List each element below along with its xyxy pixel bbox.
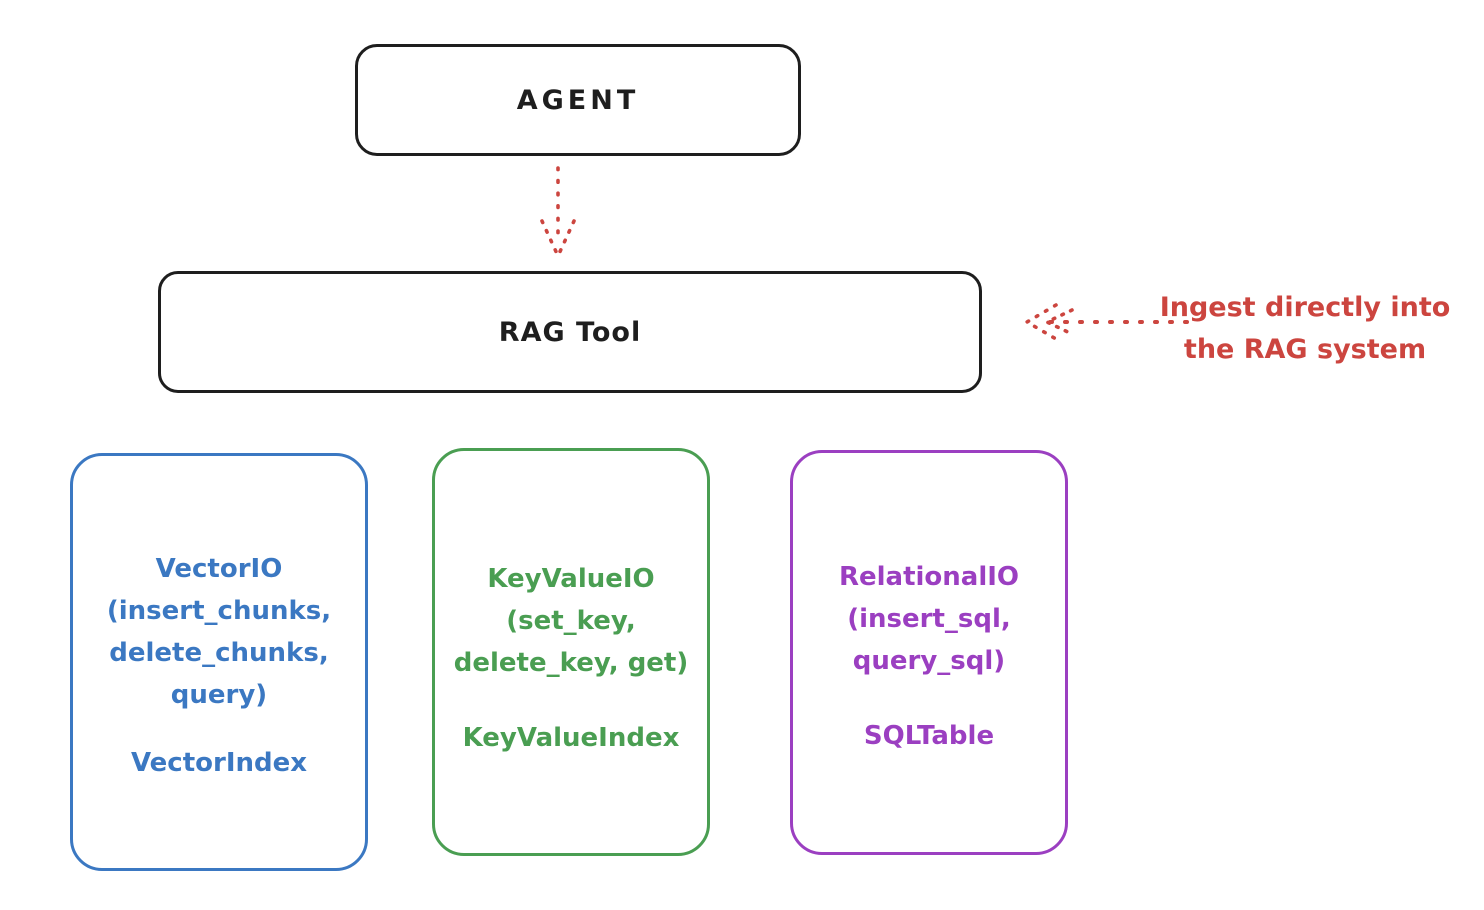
vector-io-box: VectorIO (insert_chunks, delete_chunks, … bbox=[70, 453, 368, 871]
agent-label: AGENT bbox=[516, 84, 640, 116]
relational-io-title: RelationalIO bbox=[838, 562, 1020, 592]
vector-io-methods-line3: query) bbox=[170, 680, 268, 710]
ingest-annotation-line1: Ingest directly into bbox=[1159, 292, 1451, 323]
key-value-io-methods-line2: delete_key, get) bbox=[453, 648, 689, 678]
sql-table-label: SQLTable bbox=[863, 721, 995, 751]
key-value-io-box: KeyValueIO (set_key, delete_key, get) Ke… bbox=[432, 448, 710, 856]
ingest-annotation: Ingest directly into the RAG system bbox=[1138, 287, 1472, 371]
vector-io-title: VectorIO bbox=[155, 554, 283, 584]
key-value-io-title: KeyValueIO bbox=[487, 564, 655, 594]
rag-tool-box: RAG Tool bbox=[158, 271, 982, 393]
ingest-annotation-line2: the RAG system bbox=[1183, 334, 1427, 365]
agent-to-ragtool-dotted-arrow bbox=[540, 166, 576, 258]
relational-io-box: RelationalIO (insert_sql, query_sql) SQL… bbox=[790, 450, 1068, 855]
key-value-index-label: KeyValueIndex bbox=[462, 723, 680, 753]
vector-index-label: VectorIndex bbox=[130, 748, 308, 778]
agent-box: AGENT bbox=[355, 44, 801, 156]
rag-tool-label: RAG Tool bbox=[498, 316, 642, 348]
relational-io-methods-line1: (insert_sql, bbox=[847, 604, 1011, 634]
key-value-io-methods-line1: (set_key, bbox=[506, 606, 636, 636]
vector-io-methods-line1: (insert_chunks, bbox=[106, 596, 332, 626]
relational-io-methods-line2: query_sql) bbox=[852, 646, 1006, 676]
vector-io-methods-line2: delete_chunks, bbox=[109, 638, 329, 668]
